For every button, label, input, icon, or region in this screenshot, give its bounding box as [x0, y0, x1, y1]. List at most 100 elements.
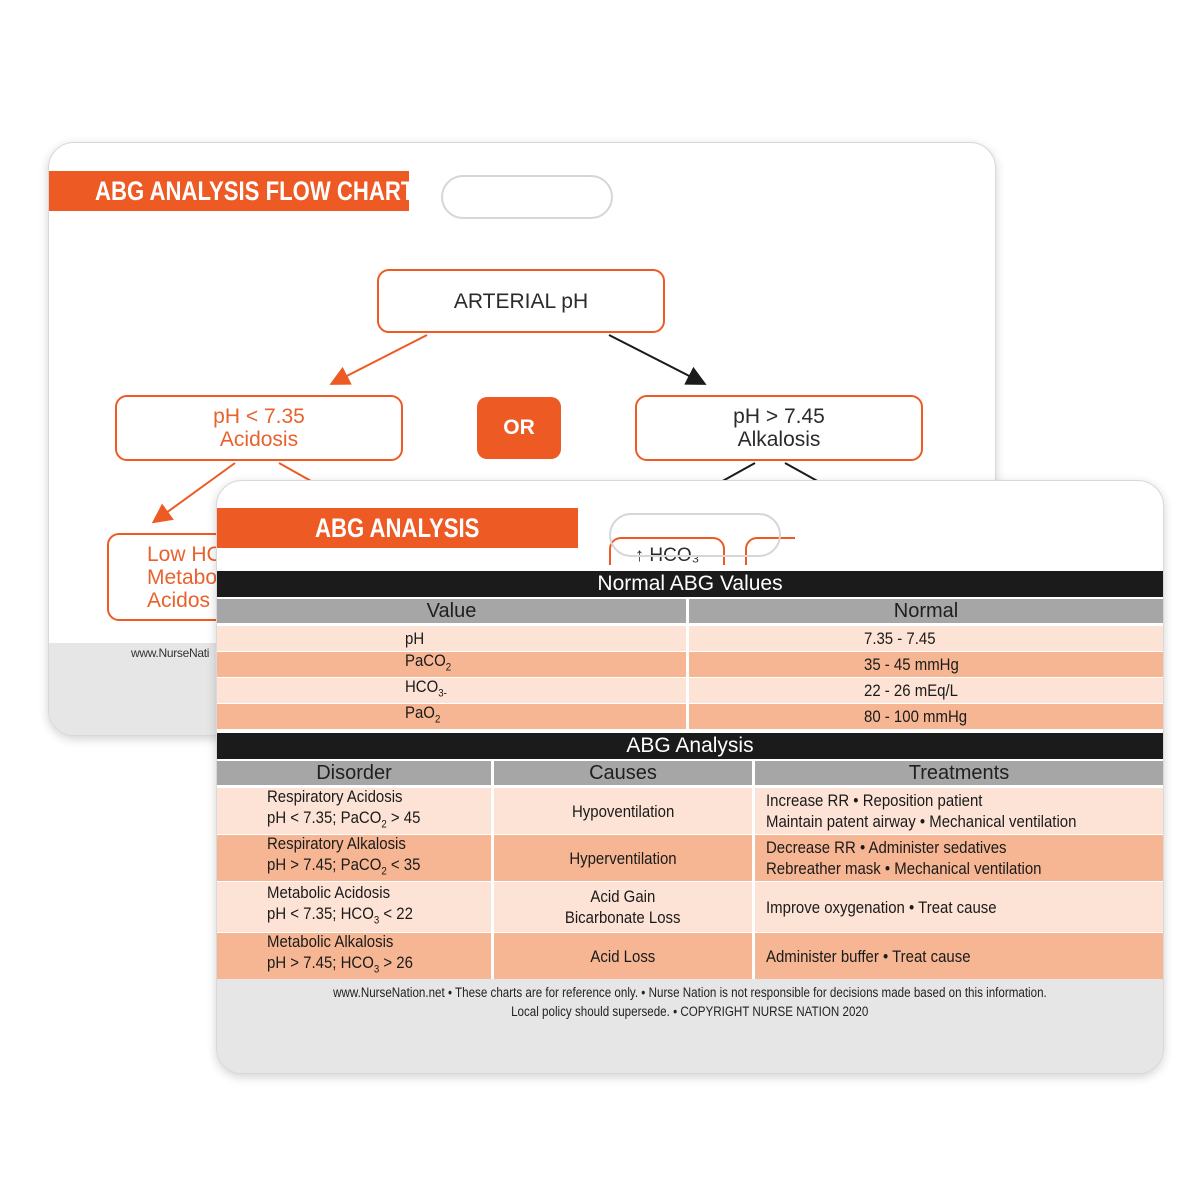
disclaimer: www.NurseNation.net • These charts are f…	[217, 983, 1163, 1021]
criteria-main: pH < 7.35; PaCO	[267, 808, 382, 828]
flow-chart-title-bar: ABG ANALYSIS FLOW CHART	[49, 171, 414, 211]
or-badge: OR	[477, 397, 561, 459]
column-divider	[491, 882, 494, 932]
value-text: pH	[405, 629, 425, 648]
table-row: Metabolic Acidosis pH < 7.35; HCO3 < 22 …	[217, 882, 1163, 932]
low-hco3-line1: Low HC	[147, 542, 222, 566]
column-divider	[491, 933, 494, 979]
value-text: HCO3-	[405, 676, 447, 704]
acidosis-threshold: pH < 7.35	[213, 405, 305, 428]
treatments-cell: Decrease RR • Administer sedatives Rebre…	[766, 835, 1079, 881]
column-divider	[752, 835, 755, 881]
treatment-text: Administer buffer • Treat cause	[766, 946, 971, 966]
column-header-value: Value	[217, 599, 686, 623]
causes-cell: Hypoventilation	[494, 788, 752, 834]
normal-cell: 35 - 45 mmHg	[864, 652, 972, 677]
badge-slot	[441, 175, 613, 219]
abg-analysis-title: ABG ANALYSIS	[315, 512, 480, 543]
analysis-card-footer	[217, 979, 1163, 1073]
disorder-cell: Respiratory Alkalosis pH > 7.45; PaCO2 <…	[267, 834, 441, 881]
table-row: PaCO2 35 - 45 mmHg	[217, 651, 1163, 677]
cause-text: Acid Loss	[590, 946, 656, 966]
column-divider	[686, 704, 689, 729]
disclaimer-line-2: Local policy should supersede. • COPYRIG…	[511, 1004, 869, 1019]
treatment-text: Rebreather mask • Mechanical ventilation	[766, 859, 1042, 878]
value-cell: HCO3-	[405, 676, 453, 704]
arrow-alkalosis-right	[784, 462, 822, 484]
column-header-treatments-label: Treatments	[908, 761, 1010, 784]
column-divider	[491, 788, 494, 834]
alkalosis-box: pH > 7.45 Alkalosis	[635, 395, 923, 461]
table-row: Metabolic Alkalosis pH > 7.45; HCO3 > 26…	[217, 932, 1163, 979]
arterial-ph-label: ARTERIAL pH	[453, 289, 589, 313]
flow-chart-footer-url: www.NurseNati	[131, 646, 210, 660]
causes-cell: Acid Gain Bicarbonate Loss	[494, 882, 752, 932]
value-text: PaO2	[405, 702, 440, 730]
arterial-ph-box: ARTERIAL pH	[377, 269, 665, 333]
disorder-name: Respiratory Acidosis	[267, 787, 403, 807]
disclaimer-line-1: www.NurseNation.net • These charts are f…	[333, 985, 1047, 1000]
criteria-subscript: 3	[373, 914, 380, 927]
criteria-threshold: > 26	[379, 953, 413, 973]
disorder-cell: Metabolic Acidosis pH < 7.35; HCO3 < 22	[267, 882, 433, 932]
treatment-text: Improve oxygenation • Treat cause	[766, 897, 997, 917]
value-subscript: 3-	[438, 687, 447, 700]
column-header-value-label: Value	[426, 599, 477, 622]
value-cell: PaO2	[405, 702, 445, 730]
value-text-main: PaCO	[405, 651, 446, 671]
disorder-name: Metabolic Alkalosis	[267, 932, 394, 952]
criteria-subscript: 3	[373, 963, 380, 976]
value-text-main: PaO	[405, 703, 435, 723]
cause-text: Hypoventilation	[571, 801, 675, 821]
criteria-main: pH < 7.35; HCO	[267, 904, 374, 924]
table-row: PaO2 80 - 100 mmHg	[217, 702, 1163, 730]
normal-cell: 80 - 100 mmHg	[864, 704, 981, 729]
treatments-cell: Administer buffer • Treat cause	[766, 933, 998, 979]
treatments-cell: Improve oxygenation • Treat cause	[766, 882, 1028, 932]
treatment-text: Decrease RR • Administer sedatives	[766, 838, 1007, 857]
abg-analysis-title-bar: ABG ANALYSIS	[217, 508, 578, 548]
normal-text: 22 - 26 mEq/L	[864, 681, 958, 700]
normal-cell: 7.35 - 7.45	[864, 626, 945, 651]
criteria-subscript: 2	[381, 818, 387, 831]
cause-text: Bicarbonate Loss	[565, 908, 681, 927]
value-cell: PaCO2	[405, 651, 457, 677]
treatment-text: Maintain patent airway • Mechanical vent…	[766, 812, 1077, 831]
column-divider	[491, 835, 494, 881]
or-label: OR	[503, 416, 535, 439]
disorder-cell: Respiratory Acidosis pH < 7.35; PaCO2 > …	[267, 787, 441, 835]
normal-text: 35 - 45 mmHg	[864, 655, 959, 674]
table-row: Respiratory Acidosis pH < 7.35; PaCO2 > …	[217, 787, 1163, 835]
disorder-criteria: pH < 7.35; PaCO2 > 45	[267, 807, 420, 835]
column-divider	[752, 933, 755, 979]
table-row: HCO3- 22 - 26 mEq/L	[217, 676, 1163, 704]
treatments-cell: Increase RR • Reposition patient Maintai…	[766, 788, 1119, 834]
criteria-main: pH > 7.45; PaCO	[267, 855, 382, 875]
abg-analysis-card: ABG ANALYSIS ↑ HCO₃ Normal ABG Values Va…	[216, 480, 1164, 1074]
column-header-causes-label: Causes	[589, 761, 657, 784]
low-hco3-line3: Acidos	[147, 588, 211, 612]
arrow-to-acidosis	[329, 334, 428, 385]
cause-text: Hyperventilation	[569, 848, 677, 868]
arrow-alkalosis-left	[718, 462, 756, 484]
arrow-acidosis-right	[278, 462, 312, 482]
cause-text: Acid Gain	[590, 887, 656, 906]
badge-slot	[609, 513, 781, 557]
disorder-name: Metabolic Acidosis	[267, 883, 391, 903]
normal-values-header: Normal ABG Values	[217, 571, 1163, 597]
treatment-text: Increase RR • Reposition patient	[766, 791, 983, 810]
value-cell: pH	[405, 626, 427, 651]
flow-chart-title: ABG ANALYSIS FLOW CHART	[95, 175, 415, 206]
normal-text: 7.35 - 7.45	[864, 629, 936, 648]
alkalosis-threshold: pH > 7.45	[733, 405, 825, 428]
criteria-subscript: 2	[381, 865, 387, 878]
alkalosis-label: Alkalosis	[737, 428, 821, 451]
causes-cell: Acid Loss	[494, 933, 752, 979]
acidosis-box: pH < 7.35 Acidosis	[115, 395, 403, 461]
criteria-threshold: < 22	[379, 904, 413, 924]
normal-cell: 22 - 26 mEq/L	[864, 678, 971, 703]
column-divider	[752, 882, 755, 932]
criteria-threshold: < 35	[386, 855, 421, 875]
criteria-main: pH > 7.45; HCO	[267, 953, 374, 973]
causes-cell: Hyperventilation	[494, 835, 752, 881]
